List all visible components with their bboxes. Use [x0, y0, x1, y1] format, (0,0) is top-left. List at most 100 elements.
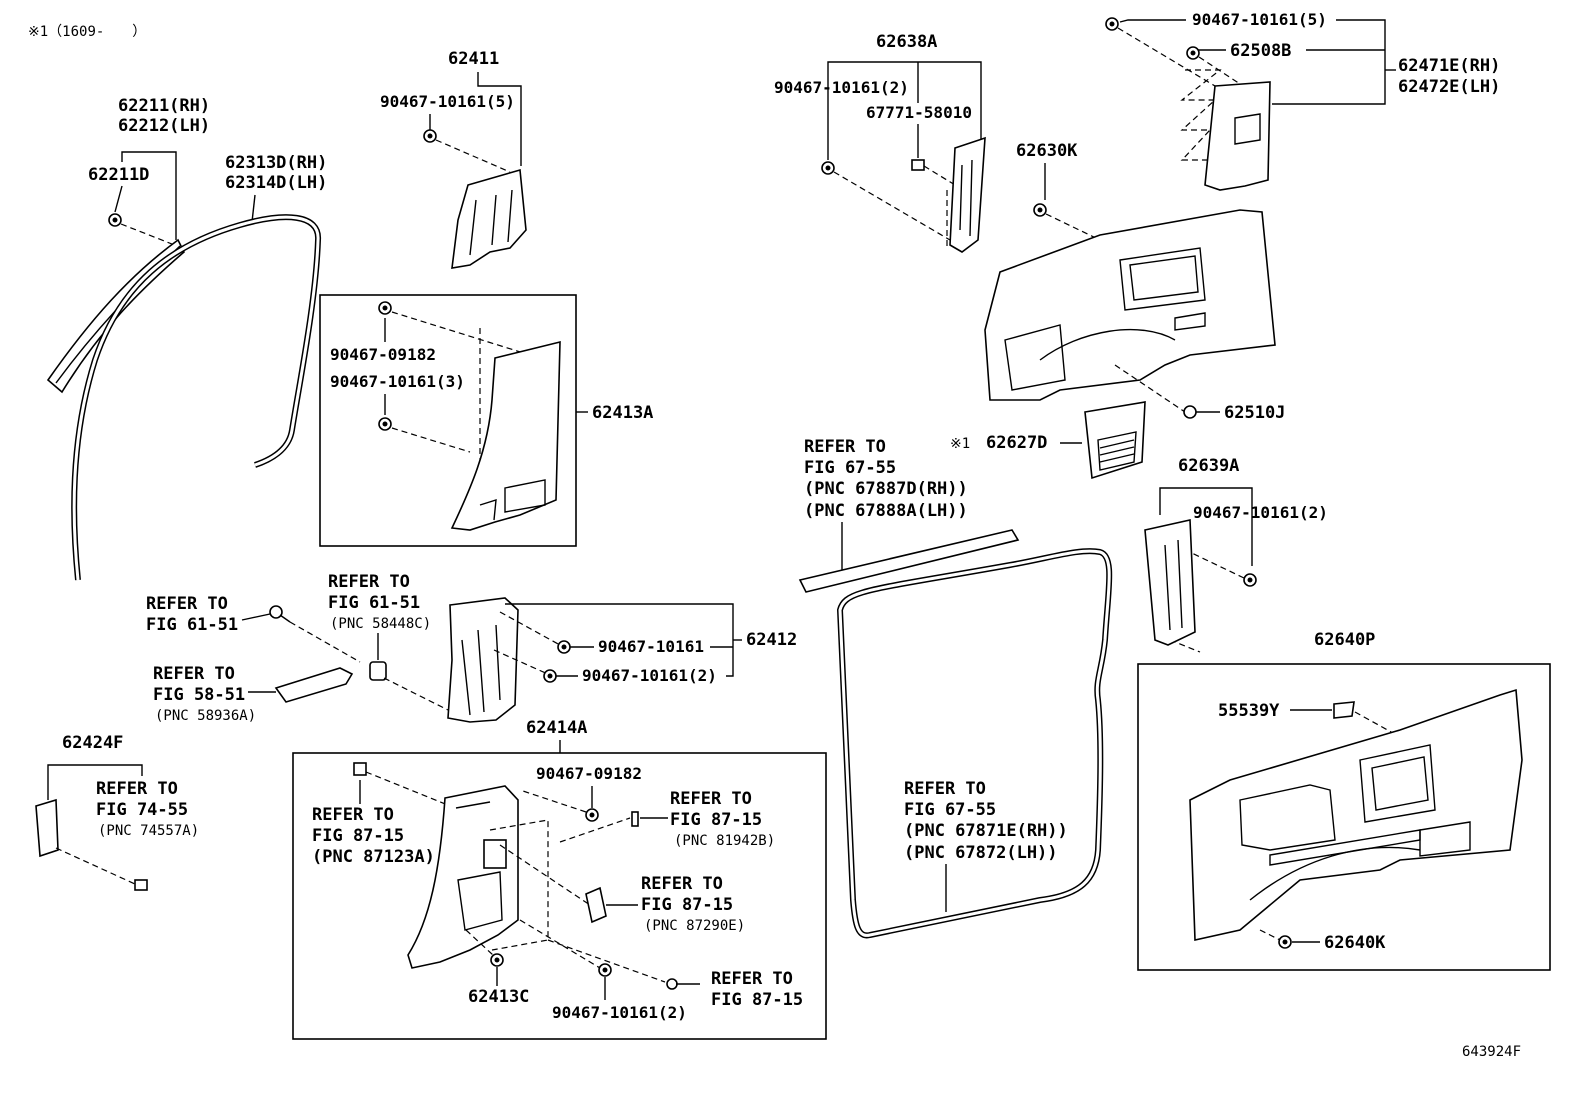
clip-icon [490, 953, 504, 967]
ref-67-55-a-line3[interactable]: (PNC 67887D(RH)) [804, 479, 968, 499]
label-62639a-clip[interactable]: 90467-10161(2) [1193, 503, 1328, 522]
label-62211d[interactable]: 62211D [88, 165, 149, 185]
ref-58-51-line2[interactable]: FIG 58-51 [153, 685, 245, 705]
label-62314d[interactable]: 62314D(LH) [225, 173, 327, 193]
label-62424f[interactable]: 62424F [62, 733, 123, 753]
part-62638a-group: 62638A 90467-10161(2) 67771-58010 [774, 32, 986, 253]
label-62412[interactable]: 62412 [746, 630, 797, 650]
ref-87-15-c-line3[interactable]: (PNC 87290E) [644, 918, 745, 934]
ref-87-15-c-line1[interactable]: REFER TO [641, 874, 723, 894]
ref-67-55-b-line4[interactable]: (PNC 67872(LH)) [904, 843, 1058, 863]
ref-74-55-line2[interactable]: FIG 74-55 [96, 800, 188, 820]
ref-87-15-b-line1[interactable]: REFER TO [670, 789, 752, 809]
ref-58-51-line1[interactable]: REFER TO [153, 664, 235, 684]
label-62413a[interactable]: 62413A [592, 403, 653, 423]
clip-icon [598, 963, 612, 977]
clip-icon [543, 669, 557, 683]
bushing-icon [369, 661, 387, 681]
ref-61-51-a-line1[interactable]: REFER TO [146, 594, 228, 614]
ref-87-15-a-line3[interactable]: (PNC 87123A) [312, 847, 435, 867]
bracket-part [274, 667, 354, 703]
clip-icon [378, 417, 392, 431]
clip-icon [1186, 46, 1200, 60]
detail-box-62640p [1137, 663, 1551, 971]
ref-87-15-d-line2[interactable]: FIG 87-15 [711, 990, 803, 1010]
label-62638a-clip1[interactable]: 90467-10161(2) [774, 78, 909, 97]
detail-box-62414a [292, 752, 827, 1040]
label-62472e[interactable]: 62472E(LH) [1398, 77, 1500, 97]
vent-garnish [1084, 401, 1146, 480]
label-62413a-clip2[interactable]: 90467-10161(3) [330, 372, 465, 391]
ref-74-55-line3[interactable]: (PNC 74557A) [98, 823, 199, 839]
part-62640p-group: 62640P 55539Y 62640K [1137, 630, 1551, 971]
ref-67-55-a-line4[interactable]: (PNC 67888A(LH)) [804, 501, 968, 521]
ref-67-55-b-line1[interactable]: REFER TO [904, 779, 986, 799]
ref-87-15-d-line1[interactable]: REFER TO [711, 969, 793, 989]
ref-67-55-a-group: REFER TO FIG 67-55 (PNC 67887D(RH)) (PNC… [798, 437, 1020, 593]
ref-74-55-line1[interactable]: REFER TO [96, 779, 178, 799]
label-62411[interactable]: 62411 [448, 49, 499, 69]
label-62414a-clip2[interactable]: 90467-10161(2) [552, 1003, 687, 1022]
ref-61-51-a-group: REFER TO FIG 61-51 [146, 594, 361, 663]
clip-icon [378, 301, 392, 315]
part-62471e-group: 90467-10161(5) 62508B 62471E(RH) 62472E(… [1105, 10, 1500, 191]
label-62414a-clip[interactable]: 90467-09182 [536, 764, 642, 783]
clip-icon [1033, 203, 1047, 217]
label-62639a[interactable]: 62639A [1178, 456, 1239, 476]
quarter-pillar-garnish [949, 136, 986, 253]
ref-61-51-b-group: REFER TO FIG 61-51 (PNC 58448C) [328, 572, 449, 711]
label-62638a-clip2[interactable]: 67771-58010 [866, 103, 972, 122]
label-62640p[interactable]: 62640P [1314, 630, 1375, 650]
front-door-scuff-garnish [447, 597, 519, 723]
ref-87-15-b-line3[interactable]: (PNC 81942B) [674, 833, 775, 849]
label-55539y[interactable]: 55539Y [1218, 701, 1280, 721]
label-62413c[interactable]: 62413C [468, 987, 529, 1007]
label-62640k[interactable]: 62640K [1324, 933, 1386, 953]
rear-pillar-lower-garnish [407, 785, 519, 969]
label-62212[interactable]: 62212(LH) [118, 116, 210, 136]
part-62627d-group: ※1 62627D [950, 401, 1146, 480]
label-62630k[interactable]: 62630K [1016, 141, 1078, 161]
label-62412-clip2[interactable]: 90467-10161(2) [582, 666, 717, 685]
bracket-part [585, 886, 607, 924]
slide-door-weatherstrip [837, 548, 1113, 939]
label-62414a[interactable]: 62414A [526, 718, 587, 738]
bolt-icon [666, 978, 700, 990]
ref-61-51-b-line1[interactable]: REFER TO [328, 572, 410, 592]
label-62627d[interactable]: 62627D [986, 433, 1047, 453]
label-62411-clip[interactable]: 90467-10161(5) [380, 92, 515, 111]
label-62471e[interactable]: 62471E(RH) [1398, 56, 1500, 76]
clip-icon [585, 808, 599, 822]
ref-87-15-c-line2[interactable]: FIG 87-15 [641, 895, 733, 915]
label-62508b[interactable]: 62508B [1230, 41, 1291, 61]
part-62411-group: 62411 90467-10161(5) [380, 49, 527, 269]
ref-87-15-a-line1[interactable]: REFER TO [312, 805, 394, 825]
ref-67-55-b-line2[interactable]: FIG 67-55 [904, 800, 996, 820]
clip-icon [557, 640, 571, 654]
label-62510j[interactable]: 62510J [1224, 403, 1285, 423]
ref-61-51-b-line2[interactable]: FIG 61-51 [328, 593, 420, 613]
ref-58-51-line3[interactable]: (PNC 58936A) [155, 708, 256, 724]
label-62412-clip1[interactable]: 90467-10161 [598, 637, 704, 656]
clip-icon [1105, 17, 1119, 31]
ref-67-55-b-line3[interactable]: (PNC 67871E(RH)) [904, 821, 1068, 841]
ref-61-51-b-line3[interactable]: (PNC 58448C) [330, 616, 431, 632]
ref-61-51-a-line2[interactable]: FIG 61-51 [146, 615, 238, 635]
clip-icon [821, 161, 835, 175]
label-62211[interactable]: 62211(RH) [118, 96, 210, 116]
part-62413a-group: 90467-09182 90467-10161(3) 62413A [319, 294, 653, 547]
ref-67-55-a-line1[interactable]: REFER TO [804, 437, 886, 457]
clip-icon [911, 159, 925, 171]
ref-87-15-b-line2[interactable]: FIG 87-15 [670, 810, 762, 830]
label-62413a-clip1[interactable]: 90467-09182 [330, 345, 436, 364]
label-62627d-mark[interactable]: ※1 [950, 436, 970, 452]
tab-clip [1333, 701, 1355, 719]
ref-67-55-a-line2[interactable]: FIG 67-55 [804, 458, 896, 478]
label-62638a[interactable]: 62638A [876, 32, 937, 52]
label-62471e-clip1[interactable]: 90467-10161(5) [1192, 10, 1327, 29]
ref-87-15-a-line2[interactable]: FIG 87-15 [312, 826, 404, 846]
tab-clip [134, 879, 148, 891]
dashed-guide [120, 223, 173, 245]
roof-side-garnish [451, 168, 527, 269]
label-62313d[interactable]: 62313D(RH) [225, 153, 327, 173]
